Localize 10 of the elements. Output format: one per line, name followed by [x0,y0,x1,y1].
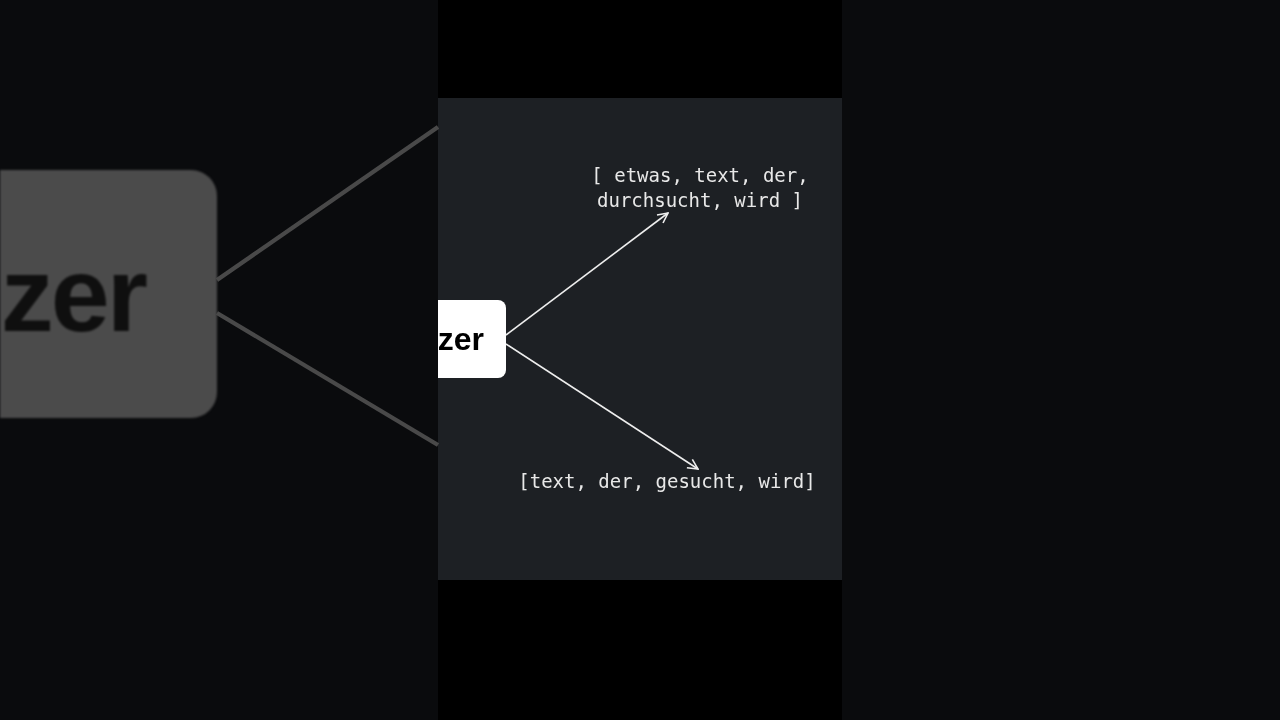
box-label: zer [437,320,485,358]
token-list-text: [ etwas, text, der, durchsucht, wird ] [585,163,815,213]
process-box [0,170,217,418]
arrow [505,343,699,470]
process-box [438,300,506,378]
arrow [505,212,669,336]
connector-line [215,311,440,447]
box-label: zer [0,233,147,355]
connector-line [215,125,440,282]
token-list-text: [text, der, gesucht, wird] [512,469,822,494]
